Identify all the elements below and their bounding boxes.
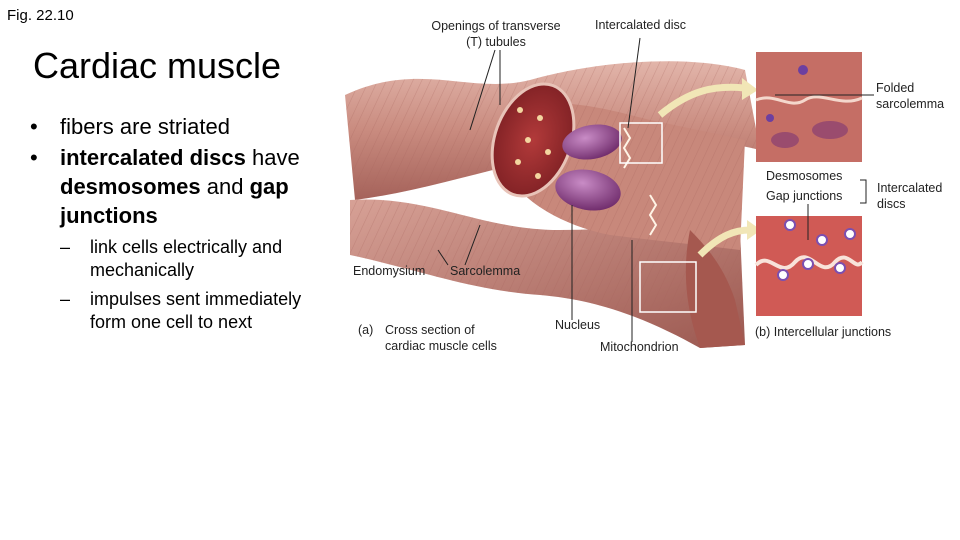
mitochondrion-shape: [771, 132, 799, 148]
label-desmosomes: Desmosomes: [766, 168, 842, 184]
gap-junction-shape: [778, 270, 788, 280]
t-tubule-opening: [525, 137, 531, 143]
caption-a-marker: (a): [358, 322, 373, 338]
label-t-tubules: Openings of transverse (T) tubules: [426, 18, 566, 50]
gap-junction-shape: [803, 259, 813, 269]
caption-a: Cross section of cardiac muscle cells: [385, 322, 515, 354]
gap-junction-shape: [835, 263, 845, 273]
inset-frame: [756, 52, 862, 162]
gap-junction-shape: [785, 220, 795, 230]
vesicle-shape: [798, 65, 808, 75]
label-mitochondrion: Mitochondrion: [600, 339, 679, 355]
leader-line: [860, 180, 866, 203]
caption-b: (b) Intercellular junctions: [755, 324, 891, 340]
muscle-fiber-group: [345, 61, 760, 348]
label-gap-junctions: Gap junctions: [766, 188, 842, 204]
inset-intercellular-junctions: [756, 216, 862, 316]
t-tubule-opening: [517, 107, 523, 113]
t-tubule-opening: [545, 149, 551, 155]
vesicle-shape: [766, 114, 774, 122]
inset-folded-sarcolemma: [756, 52, 862, 162]
label-folded-sarcolemma: Folded sarcolemma: [876, 80, 956, 112]
label-intercalated-disc: Intercalated disc: [595, 17, 686, 33]
t-tubule-opening: [515, 159, 521, 165]
label-intercalated-discs: Intercalated discs: [877, 180, 957, 212]
gap-junction-shape: [845, 229, 855, 239]
label-nucleus: Nucleus: [555, 317, 600, 333]
mitochondrion-shape: [812, 121, 848, 139]
label-endomysium: Endomysium: [353, 263, 425, 279]
t-tubule-opening: [535, 173, 541, 179]
label-sarcolemma: Sarcolemma: [450, 263, 520, 279]
gap-junction-shape: [817, 235, 827, 245]
t-tubule-opening: [537, 115, 543, 121]
